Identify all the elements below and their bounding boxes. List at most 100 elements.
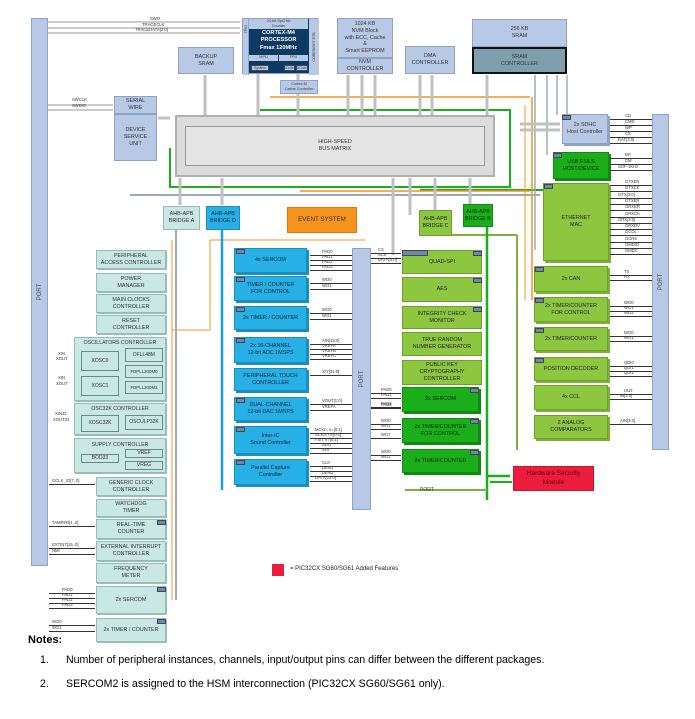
- oscillators-title: OSCILLATORS CONTROLLER: [83, 340, 157, 346]
- signal-xin32: XIN32: [55, 411, 67, 416]
- signal-pad1: PAD1: [381, 392, 392, 397]
- signal-ain-15-0: AIN[15:0]: [322, 338, 340, 343]
- signal-line: [310, 448, 352, 449]
- dma-event-tag-icon: [157, 587, 166, 592]
- signal-line: [49, 593, 95, 594]
- dfll48m: DFLL48M: [125, 348, 163, 362]
- note-2: 2.SERCOM2 is assigned to the HSM interco…: [40, 678, 445, 690]
- peripheral-peripheral-touch-controller: PERIPHERAL TOUCH CONTROLLER: [234, 368, 307, 391]
- signal-qdi0: QDI0: [624, 360, 634, 365]
- signal-line: [610, 366, 652, 367]
- signal-cs: CS: [378, 247, 384, 252]
- supply-title: SUPPLY CONTROLLER: [91, 442, 149, 448]
- osculp32k: OSCULP32K: [125, 415, 163, 430]
- signal-line: [610, 216, 652, 218]
- signal-line: [610, 185, 652, 186]
- peripheral-real-time-counter: REAL-TIME COUNTER: [96, 519, 166, 539]
- signal-vrefc: VREFC: [322, 353, 337, 358]
- signal-line: [371, 258, 401, 259]
- signal-line: [371, 393, 401, 394]
- peripheral-watchdog-timer: WATCHDOG TIMER: [96, 499, 166, 517]
- signal-line: [310, 354, 352, 355]
- signal-wo0: WO0: [322, 277, 332, 282]
- signal-line: [610, 203, 652, 205]
- peripheral-2x-timer-counter-for-control: 2x TIMER/COUNTER FOR CONTROL: [534, 297, 608, 322]
- legend-text: = PIC32CX SG60/SG61 Added Features: [290, 566, 399, 572]
- hardware-security-module: Hardware Security Module: [513, 466, 594, 491]
- signal-qdi1: QDI1: [624, 365, 634, 370]
- peripheral-public-key-cryptography-controller: PUBLIC KEY CRYPTOGRAPHY CONTROLLER: [402, 360, 482, 385]
- signal-wo0: WO0: [381, 449, 391, 454]
- note-text: Number of peripheral instances, channels…: [66, 654, 545, 666]
- signal-gcrs: GCRS: [625, 235, 638, 241]
- signal-line: [610, 275, 652, 276]
- signal-line: [371, 407, 401, 408]
- signal-line: [371, 253, 401, 254]
- signal-sckn-n-0-1: SCKn, n=[0:1]: [315, 432, 342, 437]
- nvm-controller: NVM CONTROLLER: [337, 58, 393, 74]
- peripheral-parallel-capture-controller: Parallel Capture Controller: [234, 459, 307, 485]
- high-speed-bus-matrix: HIGH-SPEED BUS MATRIX: [175, 115, 495, 177]
- signal-line: [610, 306, 652, 307]
- signal-line: [610, 191, 652, 193]
- signal-line: [610, 280, 652, 281]
- signal-pad2: PAD2: [322, 259, 333, 264]
- signal-wo0: WO0: [624, 330, 634, 335]
- peripheral-reset-controller: RESET CONTROLLER: [96, 315, 166, 334]
- signal-data-13-0: DATA[13:0]: [315, 475, 337, 480]
- signal-gtxck: GTXCK: [625, 185, 640, 191]
- note-text: SERCOM2 is assigned to the HSM interconn…: [66, 678, 445, 690]
- signal-line: [310, 466, 352, 467]
- dma-event-tag-icon: [236, 427, 245, 432]
- signal-traceclk: TRACECLK: [142, 22, 165, 27]
- peripheral-2x-sercom: 2x SERCOM: [402, 387, 479, 412]
- ethernet-mac: ETHERNET MAC: [543, 183, 609, 261]
- signal-line: [310, 265, 352, 266]
- signal-line: [371, 263, 401, 264]
- signal-line: [310, 481, 352, 482]
- note-number: 1.: [40, 654, 49, 666]
- usb-host-device: USB FS/LS HOST/DEVICE: [553, 152, 609, 179]
- signal-line: [310, 283, 352, 284]
- cortex-m4-processor: TPIU 24-bit SysTick Counter CORTEX-M4 PR…: [242, 18, 319, 75]
- peripheral-main-clocks-controller: MAIN CLOCKS CONTROLLER: [96, 294, 166, 313]
- notes-title: Notes:: [28, 634, 63, 646]
- peripheral-2x-timer-counter-for-control: 2x TIMER/COUNTER FOR CONTROL: [402, 418, 479, 443]
- signal-line: [310, 289, 352, 290]
- signal-wo1: WO1: [381, 423, 391, 428]
- peripheral-dual-channel-12-bit-dac-1msps: DUAL-CHANNEL 12-bit DAC 1MSPS: [234, 397, 307, 421]
- signal-mckn-n-0-1: MCKn, n=[0:1]: [315, 427, 342, 432]
- signal-line: [371, 408, 401, 409]
- port-left: PORT: [31, 18, 48, 566]
- signal-line: [310, 404, 352, 405]
- fpu-block: FPU: [279, 55, 308, 61]
- backup-sram: BACKUP SRAM: [178, 47, 234, 74]
- peripheral-2x-timer-counter: 2x TIMER / COUNTER: [96, 618, 166, 642]
- signal-dm: DM: [625, 158, 632, 163]
- peripheral-power-manager: POWER MANAGER: [96, 273, 166, 292]
- signal-data-3-0: DATA[3:0]: [378, 257, 397, 262]
- signal-line: [610, 125, 652, 126]
- signal-pad0: PAD0: [381, 387, 392, 392]
- signal-vout-1-0: VOUT[1:0]: [322, 398, 342, 403]
- peripheral-true-random-number-generator: TRUE RANDOM NUMBER GENERATOR: [402, 332, 482, 356]
- dma-event-tag-icon: [470, 450, 479, 455]
- signal-vrefa: VREFA: [322, 343, 336, 348]
- signal-pad0: PAD0: [322, 249, 333, 254]
- signal-wo1: WO1: [381, 454, 391, 459]
- system-bus-port: System: [251, 65, 269, 71]
- dma-event-tag-icon: [562, 115, 571, 120]
- signal-line: [310, 375, 352, 376]
- signal-line: [610, 143, 652, 144]
- dma-event-tag-icon: [473, 278, 482, 283]
- signal-grxck: GRXCK: [625, 210, 640, 216]
- vreg: VREG: [125, 461, 163, 470]
- dma-event-tag-icon: [535, 358, 544, 363]
- peripheral-generic-clock-controller: GENERIC CLOCK CONTROLLER: [96, 477, 166, 496]
- signal-wp: WP: [625, 125, 632, 130]
- signal-line: [310, 443, 352, 444]
- event-system: EVENT SYSTEM: [287, 207, 357, 233]
- signal-fsn-n-0-1: FSn, n=[0:1]: [315, 437, 338, 442]
- signal-gcol: GCOL: [625, 229, 637, 235]
- signal-grxer: GRXER: [625, 204, 640, 210]
